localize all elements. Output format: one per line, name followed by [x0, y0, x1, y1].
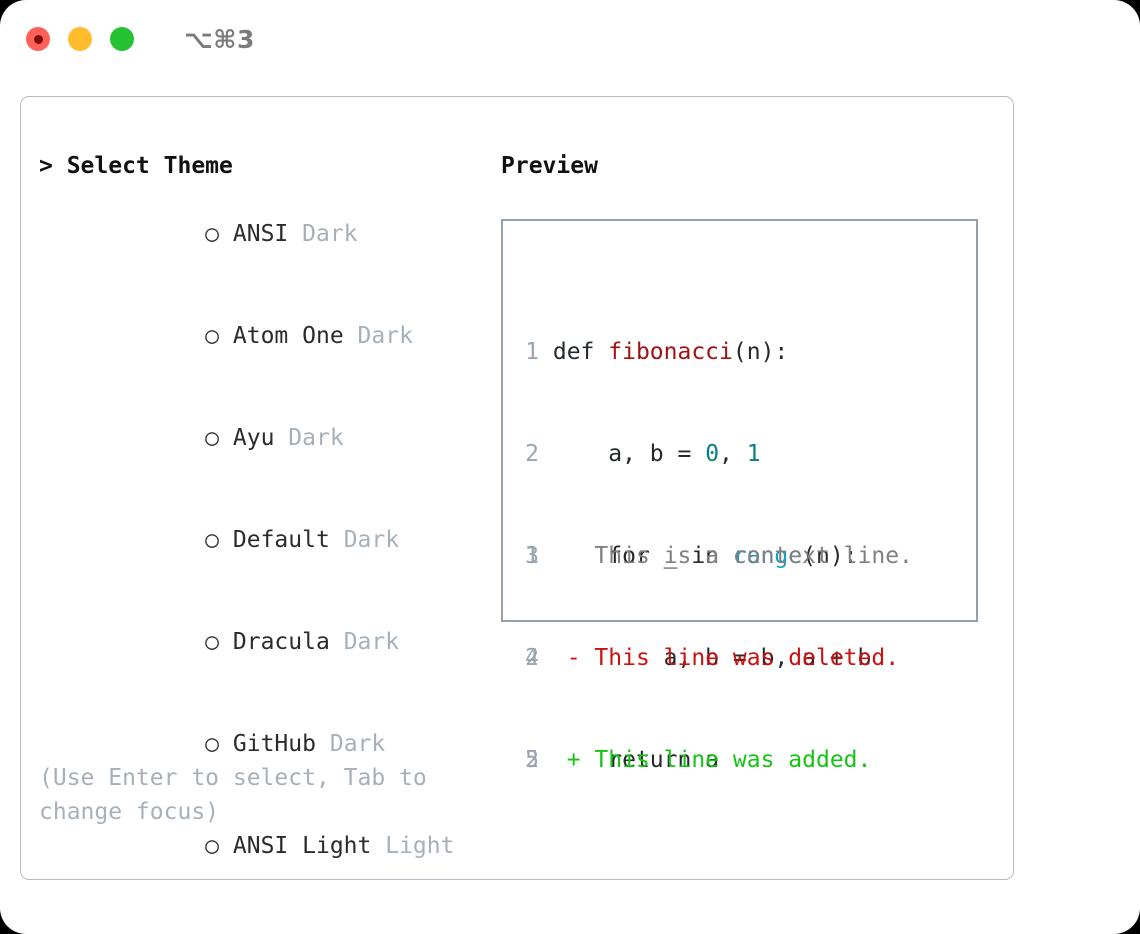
preview-box: 1 def fibonacci(n): 2 a, b = 0, 1 3 for … [501, 219, 978, 773]
line-number: 2 [525, 747, 539, 773]
theme-category: Light [385, 833, 455, 859]
line-number: 1 [525, 339, 539, 365]
code-token: a, b = [552, 441, 706, 467]
title-bar: ⌥⌘3 [0, 0, 1140, 78]
diff-text: This line was added. [594, 747, 872, 773]
theme-list-item[interactable]: ○ ANSI Light Light [39, 795, 489, 897]
preview-column: Preview 1 def fibonacci(n): 2 a, b = 0, … [501, 149, 1001, 773]
theme-list-item[interactable]: ○ Default Dark [39, 489, 489, 591]
diff-line-context: 1 This is a context line. [517, 539, 913, 573]
code-token: return a [552, 747, 720, 773]
theme-name: Ayu [232, 425, 275, 451]
diff-sample: 1 This is a context line. 2 - This line … [517, 471, 913, 845]
line-number: 4 [525, 645, 539, 671]
code-line: 2 a, b = 0, 1 [517, 437, 871, 471]
radio-icon[interactable]: ○ [205, 731, 220, 757]
panel-columns: > Select Theme ○ ANSI Dark ○ Atom One Da… [21, 97, 1013, 879]
line-number: 2 [525, 645, 539, 671]
minimize-window-button[interactable] [68, 27, 92, 51]
theme-name: ANSI [232, 221, 289, 247]
diff-line-added: 2 + This line was added. [517, 743, 913, 777]
radio-icon[interactable]: ○ [205, 833, 220, 859]
code-token-builtin: range [732, 543, 803, 569]
code-line: 1 def fibonacci(n): [517, 335, 871, 369]
line-number: 3 [525, 543, 539, 569]
code-token: (n): [802, 543, 858, 569]
code-line: 3 for _ in range(n): [517, 539, 871, 573]
theme-name: ANSI Light [232, 833, 372, 859]
diff-marker: - [566, 645, 581, 671]
diff-line-deleted: 2 - This line was deleted. [517, 641, 913, 675]
diff-text: This line was deleted. [594, 645, 900, 671]
line-number: 1 [525, 543, 539, 569]
keyboard-shortcut-label: ⌥⌘3 [184, 24, 255, 54]
code-token-function: fibonacci [608, 339, 733, 365]
code-token: a, b = b, a + b [552, 645, 872, 671]
theme-category: Dark [343, 629, 400, 655]
code-token-number: 0 [705, 441, 720, 467]
radio-icon[interactable]: ○ [205, 527, 220, 553]
preview-header: Preview [501, 153, 598, 179]
theme-list-item[interactable]: ○ Dracula Dark [39, 591, 489, 693]
radio-icon[interactable]: ○ [205, 221, 220, 247]
theme-category: Dark [302, 221, 358, 247]
theme-name: GitHub [232, 731, 316, 757]
keyboard-hint-text: (Use Enter to select, Tab to change focu… [39, 765, 427, 825]
diff-marker [567, 543, 581, 569]
main-panel: > Select Theme ○ ANSI Dark ○ Atom One Da… [20, 96, 1014, 880]
theme-name: Default [232, 527, 330, 553]
code-token: for _ in [552, 543, 733, 569]
diff-text: This is a context line. [594, 543, 913, 569]
theme-list-item[interactable]: ○ Atom One Dark [39, 285, 489, 387]
code-token: (n): [732, 339, 789, 365]
zoom-window-button[interactable] [110, 27, 134, 51]
radio-icon[interactable]: ○ [205, 323, 220, 349]
theme-list-item[interactable]: ○ Ayu Light Light [39, 897, 489, 934]
theme-category: Dark [329, 731, 386, 757]
theme-selection-column: > Select Theme ○ ANSI Dark ○ Atom One Da… [39, 149, 489, 934]
code-line: 4 a, b = b, a + b [517, 641, 871, 675]
code-line: 5 return a [517, 743, 871, 777]
line-number: 5 [525, 747, 539, 773]
theme-name: Dracula [232, 629, 330, 655]
code-token-number: 1 [746, 441, 761, 467]
theme-category: Dark [288, 425, 344, 451]
traffic-light-controls [26, 27, 134, 51]
code-token: , [719, 441, 747, 467]
code-sample: 1 def fibonacci(n): 2 a, b = 0, 1 3 for … [517, 267, 871, 845]
close-window-button[interactable] [26, 27, 50, 51]
theme-category: Dark [357, 323, 413, 349]
line-number: 2 [525, 441, 539, 467]
radio-icon[interactable]: ○ [205, 629, 220, 655]
diff-marker: + [566, 747, 581, 773]
theme-list-item[interactable]: ○ GitHub Dark [39, 693, 489, 795]
theme-list: ○ ANSI Dark ○ Atom One Dark ○ Ayu Dark ○… [39, 183, 489, 934]
theme-list-item[interactable]: ○ Ayu Dark [39, 387, 489, 489]
theme-list-item[interactable]: ○ ANSI Dark [39, 183, 489, 285]
theme-category: Dark [343, 527, 400, 553]
theme-name: Atom One [232, 323, 344, 349]
code-token: def [552, 339, 609, 365]
radio-icon[interactable]: ○ [205, 425, 220, 451]
select-theme-header: > Select Theme [39, 153, 233, 179]
